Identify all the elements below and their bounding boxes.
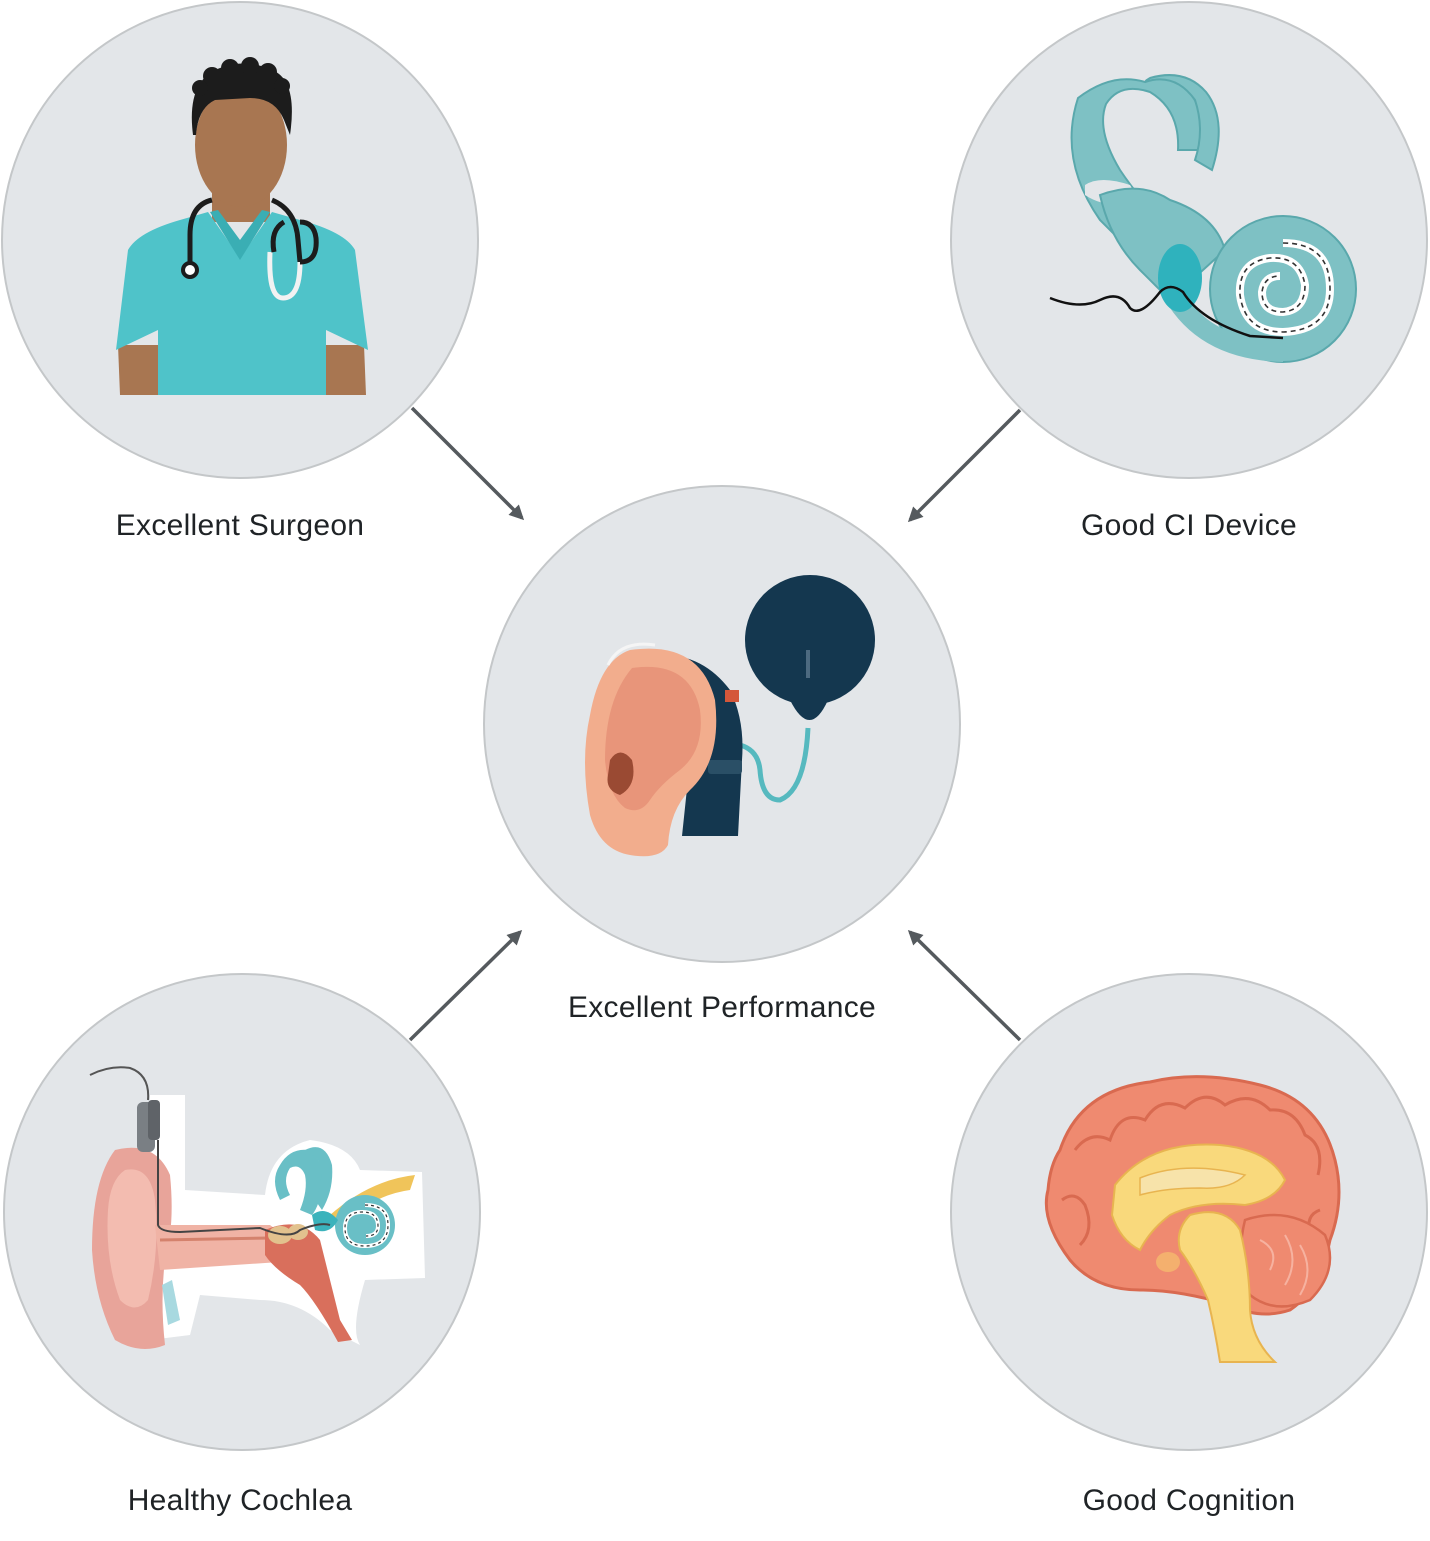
arrow-device-to-performance: [907, 408, 1022, 523]
arrow-cognition-to-performance: [907, 929, 1022, 1042]
cochlear-implant-processor-icon: [585, 575, 875, 857]
inner-ear-electrode-icon: [1049, 74, 1357, 363]
doctor-icon: [116, 57, 368, 395]
surgeon-label: Excellent Surgeon: [115, 509, 365, 542]
arrow-cochlea-to-performance: [408, 929, 523, 1042]
performance-label: Excellent Performance: [567, 991, 877, 1024]
arrow-surgeon-to-performance: [410, 406, 525, 521]
ear-anatomy-icon: [89, 1066, 425, 1349]
cochlea-label: Healthy Cochlea: [127, 1484, 353, 1517]
device-label: Good CI Device: [1081, 509, 1297, 542]
cognition-label: Good Cognition: [1082, 1484, 1296, 1517]
brain-icon: [1044, 1075, 1341, 1363]
